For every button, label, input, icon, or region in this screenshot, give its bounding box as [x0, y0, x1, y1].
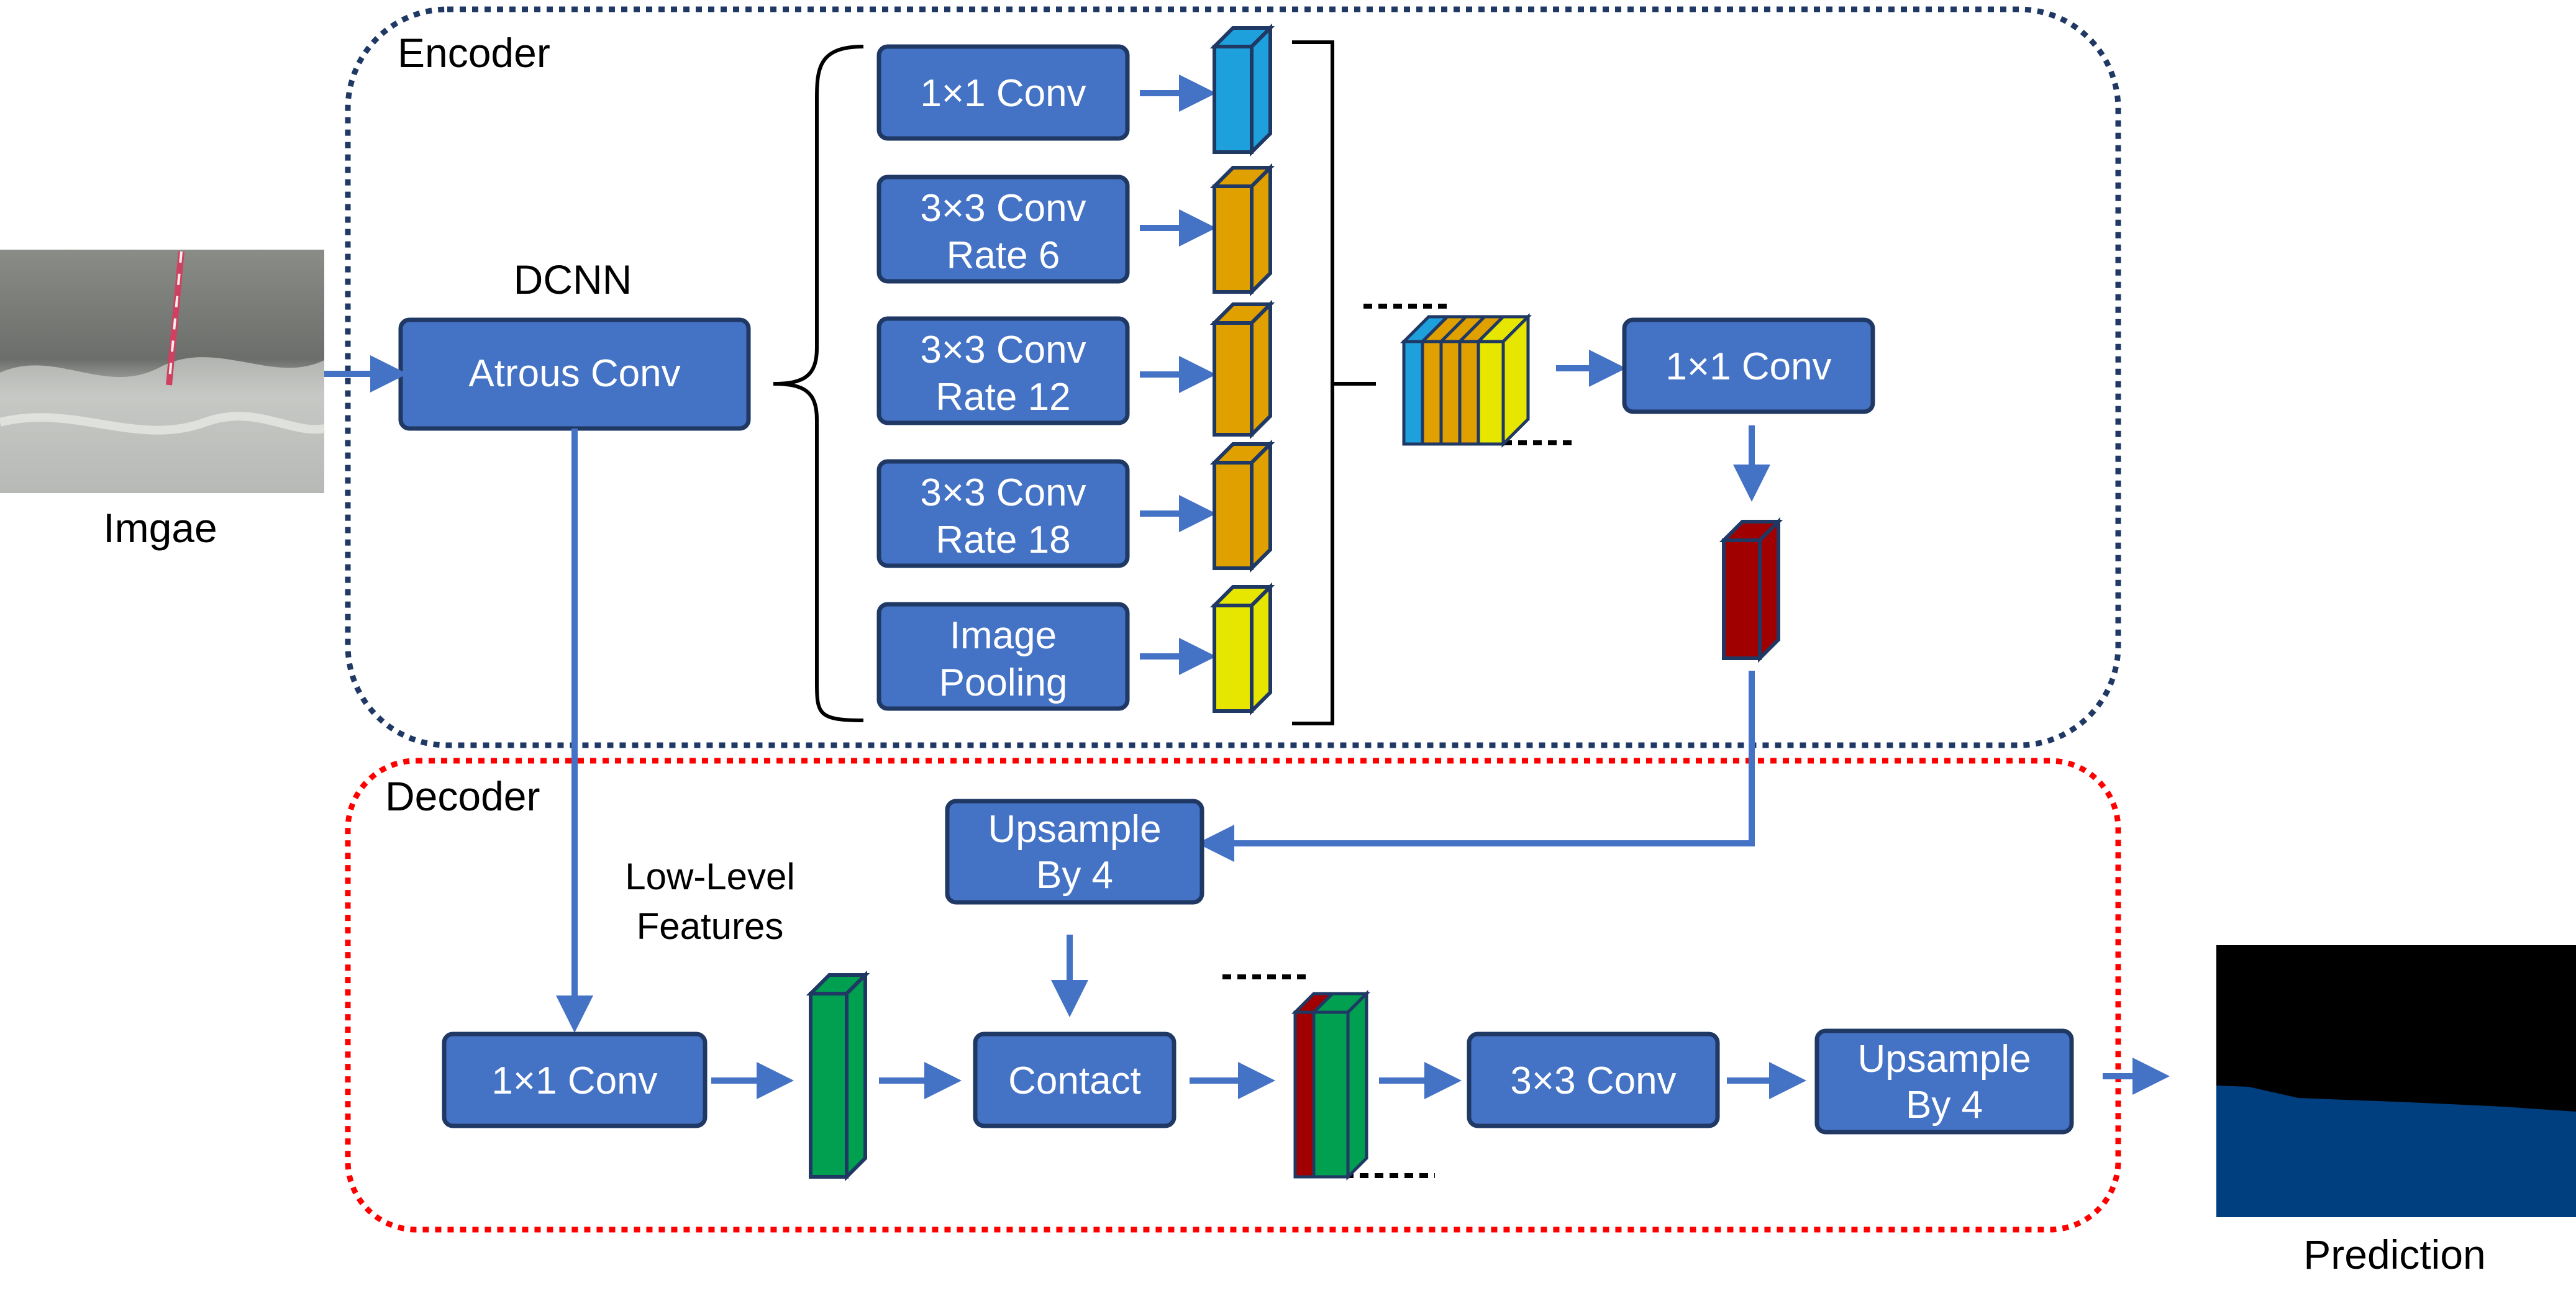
branch-rate12-line2: Rate 12 — [935, 376, 1070, 419]
upsample-top-box — [945, 799, 1204, 905]
concat-decoder-stack — [1222, 974, 1435, 1181]
contact-box — [973, 1032, 1176, 1128]
atrous-conv-label: Atrous Conv — [468, 352, 680, 395]
upsample-bottom-line1: Upsample — [1857, 1038, 2031, 1081]
decoder-1x1-conv-box — [442, 1032, 708, 1128]
upsample-bottom-box — [1814, 1028, 2074, 1135]
low-level-line1: Low-Level — [625, 856, 795, 897]
feature-map-orange-rate18 — [1209, 439, 1275, 573]
feature-map-red-encoder-output — [1719, 517, 1783, 663]
encoder-1x1-conv-box — [1622, 317, 1875, 414]
branch-rate18-line1: 3×3 Conv — [920, 471, 1086, 514]
decoder-3x3-conv-label: 3×3 Conv — [1510, 1059, 1676, 1102]
branch-image-pooling-line2: Pooling — [939, 661, 1068, 704]
branch-rate6-box — [876, 175, 1130, 284]
branch-rate6-line1: 3×3 Conv — [920, 187, 1086, 230]
upsample-bottom-line2: By 4 — [1906, 1084, 1983, 1127]
low-level-line2: Features — [637, 905, 784, 947]
concat-feature-stack — [1363, 304, 1578, 448]
branch-image-pooling-box — [876, 602, 1130, 711]
feature-map-orange-rate6 — [1209, 163, 1275, 297]
upsample-top-line2: By 4 — [1036, 854, 1113, 897]
input-label: Imgae — [103, 505, 217, 551]
feature-map-blue — [1209, 23, 1275, 157]
contact-label: Contact — [1008, 1059, 1141, 1102]
branch-rate12-line1: 3×3 Conv — [920, 329, 1086, 371]
output-label: Prediction — [2303, 1231, 2486, 1277]
encoder-frame — [345, 6, 2121, 748]
dcnn-label: DCNN — [514, 256, 632, 302]
branch-rate12-box — [876, 316, 1130, 425]
branch-1x1-conv-box — [876, 44, 1130, 141]
feature-map-orange-rate12 — [1209, 299, 1275, 440]
prediction-image — [2216, 945, 2576, 1217]
branch-rate18-box — [876, 459, 1130, 568]
branch-image-pooling-line1: Image — [950, 614, 1057, 657]
branch-rate18-line2: Rate 18 — [935, 519, 1070, 561]
decoder-title: Decoder — [385, 773, 540, 819]
right-bracket — [1292, 40, 1334, 725]
branch-1x1-conv-label: 1×1 Conv — [920, 72, 1086, 115]
encoder-1x1-conv-label: 1×1 Conv — [1665, 345, 1831, 388]
upsample-top-line1: Upsample — [988, 808, 1161, 851]
branch-rate6-line2: Rate 6 — [947, 234, 1060, 277]
decoder-1x1-conv-label: 1×1 Conv — [491, 1059, 657, 1102]
input-image — [0, 250, 325, 493]
arrow-encoder-to-upsample — [1197, 671, 1755, 862]
feature-map-green-low-level — [806, 970, 870, 1182]
left-brace — [773, 45, 864, 722]
encoder-title: Encoder — [398, 30, 550, 76]
decoder-3x3-conv-box — [1467, 1032, 1720, 1128]
feature-map-yellow-pooling — [1209, 582, 1275, 716]
decoder-frame — [345, 758, 2121, 1233]
